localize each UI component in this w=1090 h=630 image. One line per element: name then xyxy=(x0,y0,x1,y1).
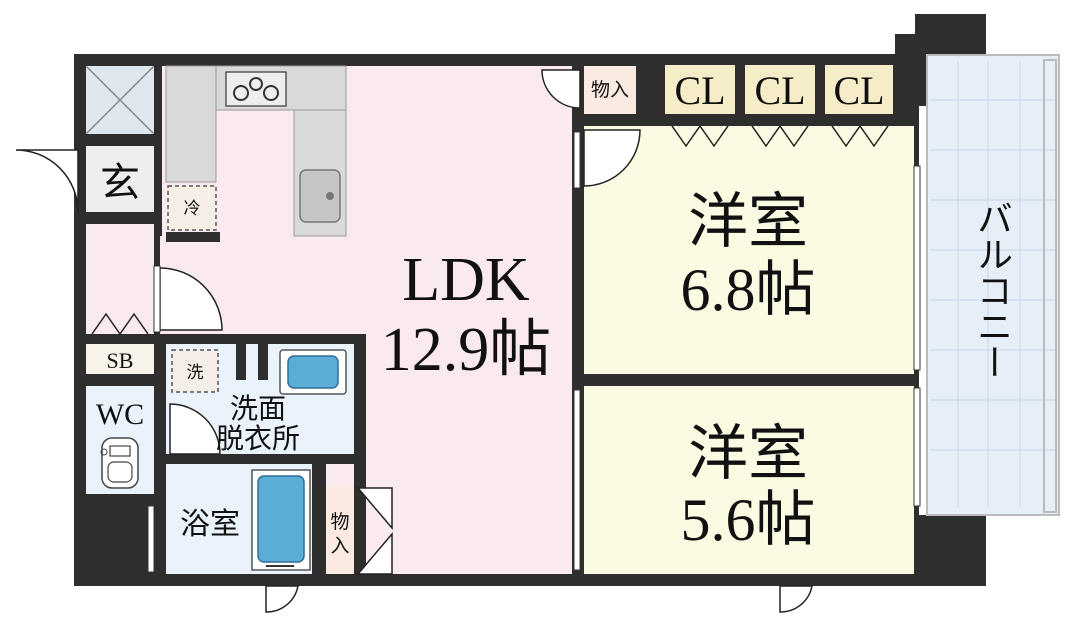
genkan-label: 玄 xyxy=(100,160,140,205)
wall-column-bottom-right xyxy=(915,515,986,586)
closet-doors xyxy=(91,124,889,336)
western-room-1 xyxy=(584,126,914,374)
balcony-grid xyxy=(930,62,1055,508)
doors xyxy=(15,69,813,613)
windows xyxy=(147,131,921,573)
bath-label: 浴室 xyxy=(180,508,240,541)
washer-space xyxy=(171,349,219,393)
washer-label: 洗 xyxy=(187,363,204,382)
balcony-label: バルコニー xyxy=(972,200,1012,380)
storage-door-icon xyxy=(541,69,581,109)
closet-label-3: CL xyxy=(833,68,884,113)
hallway xyxy=(86,224,154,334)
storage-bath xyxy=(326,486,354,574)
fridge-label: 冷 xyxy=(184,199,201,218)
storage-top-label: 物入 xyxy=(591,79,629,101)
storage-bath-label-1: 物 xyxy=(330,511,349,533)
closet-label-2: CL xyxy=(754,68,805,113)
sink-icon xyxy=(299,169,341,223)
closet-2 xyxy=(745,65,815,115)
fridge-space xyxy=(167,185,217,231)
balcony xyxy=(926,54,1060,516)
interior-walls xyxy=(86,66,918,574)
western2-name: 洋室 xyxy=(688,421,808,487)
western2-size: 5.6帖 xyxy=(681,487,816,553)
wc-label: WC xyxy=(96,398,144,431)
washroom-label-1: 洗面 xyxy=(230,393,286,425)
hall-door-icon xyxy=(159,267,223,331)
western-room-2 xyxy=(584,386,914,574)
storage-top xyxy=(584,66,636,114)
shoebox-label: SB xyxy=(107,348,134,373)
kitchen-counter-left xyxy=(165,65,217,183)
entrance-door-icon xyxy=(15,149,79,213)
ldk-name: LDK xyxy=(402,246,530,314)
balcony-railing xyxy=(1043,59,1057,513)
western1-size: 6.8帖 xyxy=(681,257,816,323)
closet-3 xyxy=(825,65,893,115)
closet-1 xyxy=(665,65,735,115)
wash-door-icon xyxy=(169,403,221,455)
genkan xyxy=(86,146,154,212)
storage-bath-label-2: 入 xyxy=(330,536,349,557)
ldk-size: 12.9帖 xyxy=(381,316,552,384)
western1-name: 洋室 xyxy=(688,189,808,255)
shoebox xyxy=(86,344,154,374)
room1-door-icon xyxy=(583,129,641,187)
closet-label-1: CL xyxy=(674,68,725,113)
washroom-label-2: 脱衣所 xyxy=(216,423,300,455)
